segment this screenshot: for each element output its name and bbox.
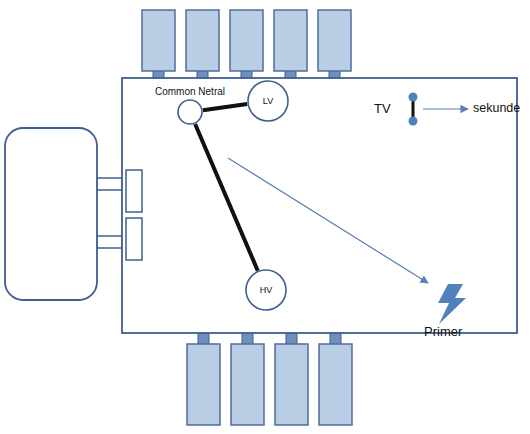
lv-bushing: LV xyxy=(247,80,289,122)
lightning-symbol xyxy=(438,284,466,324)
node-label: LV xyxy=(247,96,289,106)
tank xyxy=(122,78,517,333)
neutral-bushing: Common Netral xyxy=(177,99,203,125)
conservator xyxy=(5,128,122,300)
secondary-label: sekunde xyxy=(473,101,520,115)
hv-bushing: HV xyxy=(245,269,287,311)
connection-bar xyxy=(203,104,247,110)
tv-symbol xyxy=(409,93,418,126)
node-label: HV xyxy=(245,285,287,295)
connection-bar xyxy=(195,124,258,271)
valve xyxy=(126,170,142,212)
circle-outline xyxy=(177,99,203,125)
primary-label: Primer xyxy=(424,324,462,339)
valve xyxy=(126,218,142,260)
leader-arrow xyxy=(228,158,428,283)
node-label: Common Netral xyxy=(155,86,225,97)
leader-arrow xyxy=(423,108,468,109)
tv-label: TV xyxy=(374,101,391,116)
